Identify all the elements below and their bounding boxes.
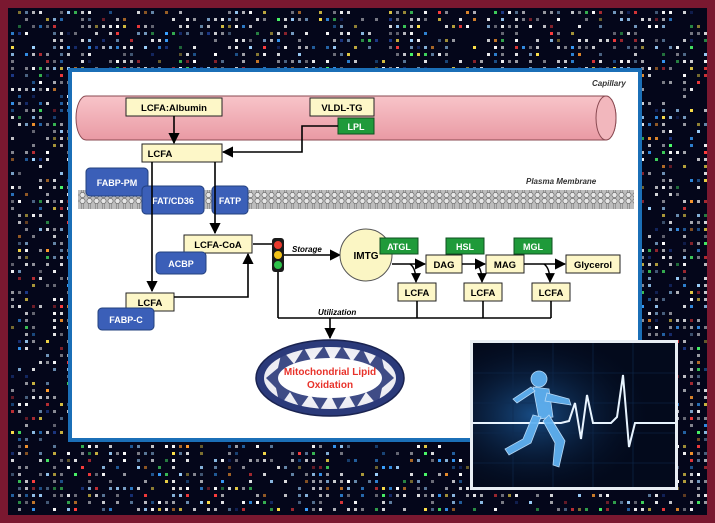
fatp-label: FATP [219, 196, 241, 206]
imtg-label: IMTG [354, 251, 379, 262]
storage-label: Storage [292, 245, 322, 254]
lpl-label: LPL [348, 122, 366, 132]
lcfa-out-2-box: LCFA [464, 283, 502, 301]
fabp-pm-box: FABP-PM [86, 168, 148, 196]
runner-ecg-image [470, 340, 678, 490]
arrow-mag-release-lcfa [544, 264, 550, 282]
utilization-label: Utilization [318, 308, 356, 317]
vldl-tg-box: VLDL-TG [310, 98, 374, 116]
lcfa-out-2-label: LCFA [471, 288, 496, 299]
dag-box: DAG [426, 255, 462, 273]
mito-label-line1: Mitochondrial Lipid [284, 367, 376, 378]
lcfa-top-box: LCFA [142, 144, 222, 162]
fabp-c-label: FABP-C [109, 315, 143, 325]
fabp-pm-label: FABP-PM [97, 178, 138, 188]
atgl-label: ATGL [387, 242, 411, 252]
lpl-box: LPL [338, 118, 374, 134]
arrow-imtg-release-lcfa [410, 264, 416, 282]
dag-label: DAG [433, 260, 454, 271]
capillary-end [596, 96, 616, 140]
acbp-box: ACBP [156, 252, 206, 274]
traffic-light-icon [272, 238, 284, 272]
atgl-box: ATGL [380, 238, 418, 254]
arrow-dag-release-lcfa [476, 264, 482, 282]
lcfa-albumin-label: LCFA:Albumin [141, 103, 207, 114]
mito-label-line2: Oxidation [307, 380, 353, 391]
fat-cd36-label: FAT/CD36 [152, 196, 194, 206]
plasma-membrane-label: Plasma Membrane [526, 177, 597, 186]
fatp-box: FATP [212, 186, 248, 214]
lcfa-out-3-box: LCFA [532, 283, 570, 301]
fabp-c-box: FABP-C [98, 308, 154, 330]
lcfa-coa-box: LCFA-CoA [184, 235, 252, 253]
lcfa-out-1-box: LCFA [398, 283, 436, 301]
lcfa-out-3-label: LCFA [539, 288, 564, 299]
glycerol-box: Glycerol [566, 255, 620, 273]
lcfa-coa-label: LCFA-CoA [194, 240, 242, 251]
mag-box: MAG [486, 255, 524, 273]
lcfa-c-label: LCFA [138, 298, 163, 309]
lcfa-out-1-label: LCFA [405, 288, 430, 299]
imtg-circle: IMTG [340, 229, 392, 281]
mgl-box: MGL [514, 238, 552, 254]
capillary-label: Capillary [592, 79, 626, 88]
lcfa-albumin-box: LCFA:Albumin [126, 98, 222, 116]
hsl-label: HSL [456, 242, 475, 252]
mgl-label: MGL [523, 242, 543, 252]
mag-label: MAG [494, 260, 516, 271]
acbp-label: ACBP [168, 259, 194, 269]
hsl-box: HSL [446, 238, 484, 254]
lcfa-top-label: LCFA [148, 149, 173, 160]
glycerol-label: Glycerol [574, 260, 612, 271]
vldl-tg-label: VLDL-TG [321, 103, 362, 114]
mitochondrion-icon [256, 340, 404, 416]
